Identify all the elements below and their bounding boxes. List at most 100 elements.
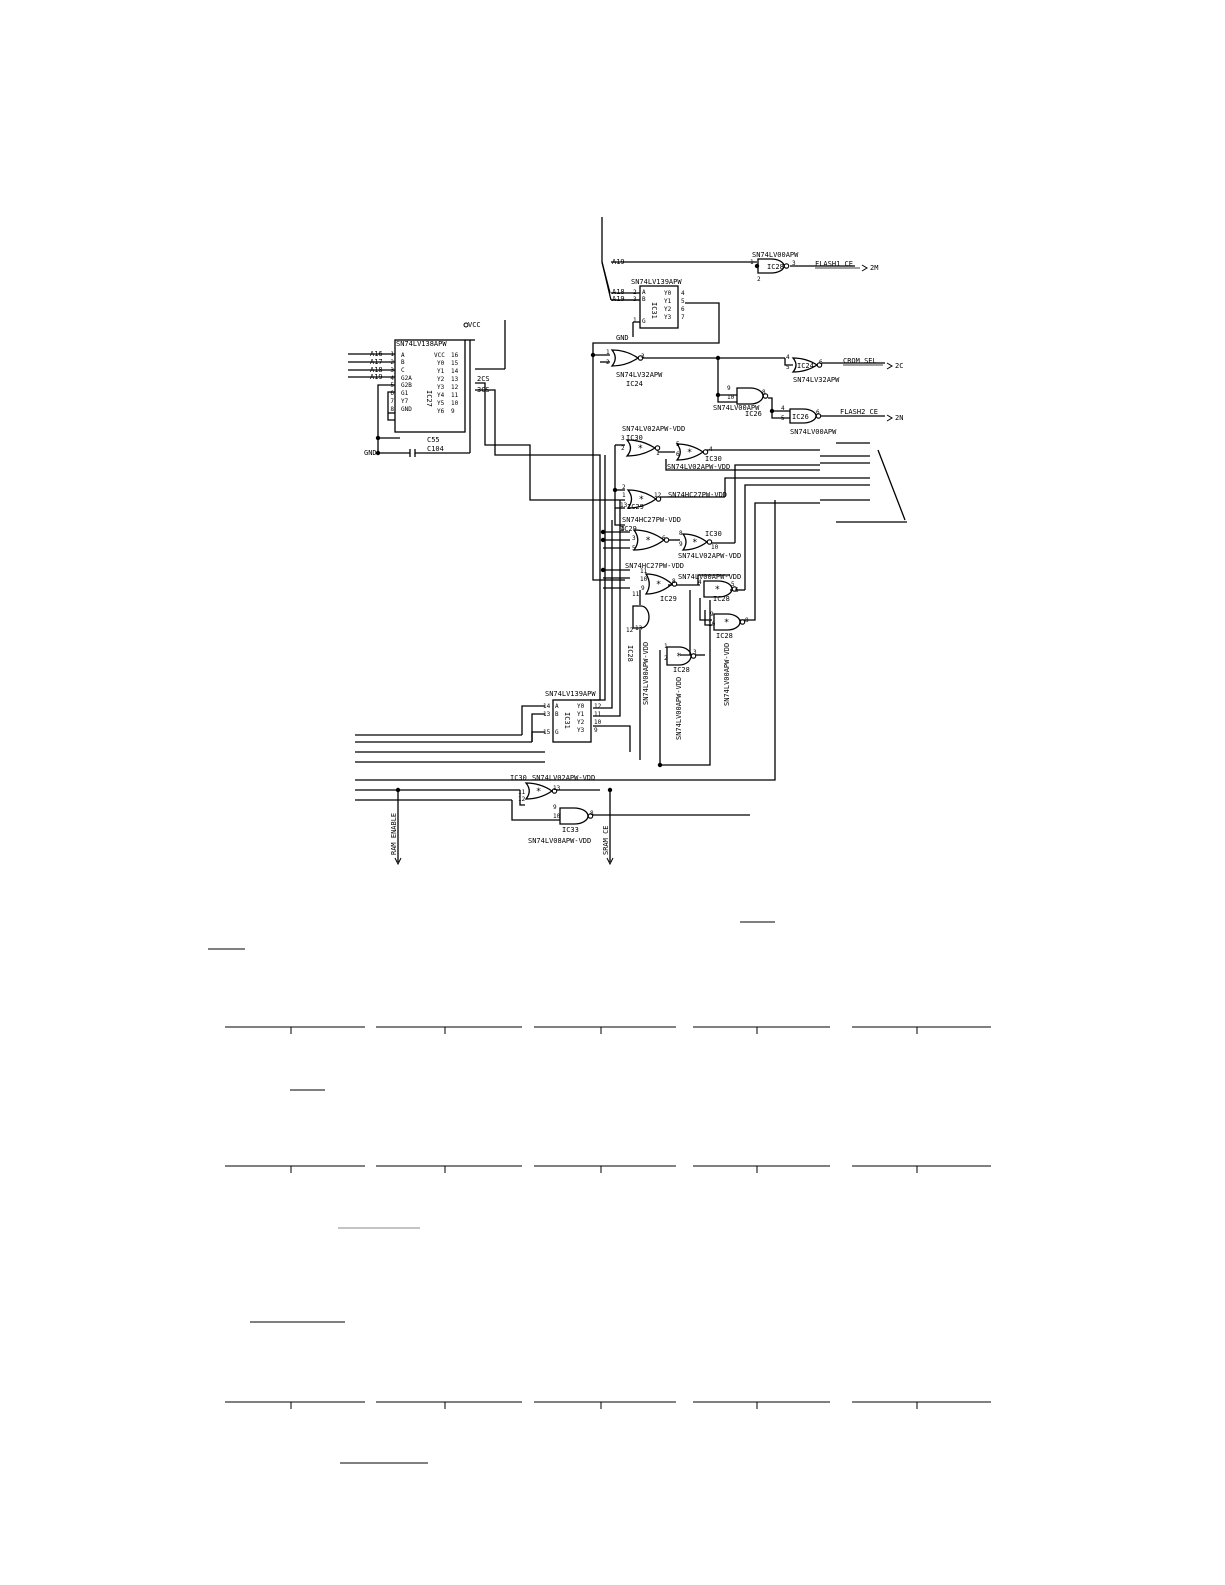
- gate-pin: 6: [735, 587, 739, 594]
- ic27-pin-name: G2B: [401, 382, 412, 389]
- gate-part: SN74LV00APW-VDD: [642, 642, 650, 705]
- gate-ref: IC24: [626, 380, 643, 388]
- gate-pin: 3: [632, 535, 636, 542]
- ic27-part-label: SN74LV138APW: [396, 340, 447, 348]
- ic27-pin-name-right: Y6: [437, 408, 445, 415]
- gate-mark: *: [639, 495, 644, 505]
- ic27-pin-name-right: Y5: [437, 400, 445, 407]
- gate-pin: 6: [662, 535, 666, 542]
- ic31-bottom-outnum: 11: [594, 711, 602, 718]
- ic31-top-pin: G: [642, 318, 646, 325]
- gate-port: 2M: [870, 264, 878, 272]
- gate-ref: IC30: [626, 434, 643, 442]
- gate-part: SN74LV02APW-VDD: [667, 463, 730, 471]
- gate-body: [791, 357, 819, 373]
- ic31-bottom-outnum: 9: [594, 727, 598, 734]
- gate-body: [789, 408, 817, 424]
- ic27-pin-name: B: [401, 359, 405, 366]
- gate-ref: IC24: [797, 362, 814, 370]
- gate-ref: IC28: [713, 595, 730, 603]
- ic31-bottom-part: SN74LV139APW: [545, 690, 596, 698]
- gate-body: [610, 349, 640, 367]
- ic31-top-out: Y2: [664, 306, 672, 313]
- ic31-top-out: Y3: [664, 314, 672, 321]
- output-2cs: 2CS: [477, 375, 490, 383]
- gate-pin: 4: [786, 354, 790, 361]
- vcc-label: VCC: [468, 321, 481, 329]
- addr-label: A18: [612, 288, 625, 296]
- ic31-top-outnum: 5: [681, 298, 685, 305]
- gate-pin: 8: [679, 530, 683, 537]
- ic31-top-out: Y1: [664, 298, 672, 305]
- ic27-pin-name: GND: [401, 406, 412, 413]
- ic31-bottom-pinnum: 15: [543, 729, 551, 736]
- gate-pin: 8: [762, 389, 766, 396]
- ic27-decoder: SN74LV138APW IC27 VCC GND C55 C104 A16 A…: [364, 321, 490, 457]
- gate-ref: IC28: [626, 645, 634, 662]
- ic27-input-a18: A18: [370, 366, 383, 374]
- gate-part: SN74HC27PW-VDD: [625, 562, 684, 570]
- gate-part: SN74LV02APW-VDD: [678, 552, 741, 560]
- gate-pin: 13: [635, 625, 643, 632]
- ic31-bottom-decoder: SN74LV139APW IC31 A B G 14 13 15 Y0 Y1 Y…: [543, 690, 602, 743]
- ic31-bottom-pinnum: 14: [543, 703, 551, 710]
- gate-ref: IC28: [767, 263, 784, 271]
- gate-body: [644, 573, 674, 595]
- ram-enable-label: RAM ENABLE: [390, 813, 398, 855]
- gate-ref: IC28: [716, 632, 733, 640]
- junction-dots: [375, 263, 775, 793]
- gate-pin: 4: [621, 526, 625, 533]
- gate-port: 2N: [895, 414, 903, 422]
- ic27-pin-num: 1: [390, 351, 394, 358]
- ic27-pin-num-right: 14: [451, 368, 459, 375]
- ic27-pin-name-right: Y3: [437, 384, 445, 391]
- port-arrow: [886, 362, 893, 370]
- ic31-bottom-out: Y1: [577, 711, 585, 718]
- gate-bubble: [655, 496, 662, 502]
- gate-mark: *: [536, 787, 541, 797]
- gate-pin: 10: [553, 813, 561, 820]
- gate-bubble: [739, 619, 746, 625]
- gate-bubble: [702, 449, 709, 455]
- gate-pin: 8: [590, 810, 594, 817]
- gate-pin: 13: [620, 502, 628, 509]
- gate-pin: 1: [664, 643, 668, 650]
- ic27-ref: IC27: [425, 390, 433, 407]
- gate-mark: *: [687, 448, 692, 458]
- ic31-bottom-out: Y3: [577, 727, 585, 734]
- gate-body: [757, 258, 785, 274]
- gate-ref: IC29: [660, 595, 677, 603]
- ic27-pin-name: G1: [401, 390, 409, 397]
- gnd-label-top: GND: [616, 334, 629, 342]
- gate-pin: 10: [708, 621, 716, 628]
- gate-pin: 4: [709, 446, 713, 453]
- ic27-pin-num: 7: [390, 398, 394, 405]
- gate-bubble: [731, 586, 738, 592]
- gate-pin: 9: [553, 804, 557, 811]
- gate-port: 2C: [895, 362, 903, 370]
- ic31-top-decoder: SN74LV139APW IC31 A19 A18 A19 GND A B G …: [612, 258, 685, 342]
- ic27-pin-name-right: Y2: [437, 376, 445, 383]
- ic27-pin-num-right: 15: [451, 360, 459, 367]
- ic27-pin-num-right: 13: [451, 376, 459, 383]
- wires: [348, 217, 907, 862]
- sram-ce-label: SRAM CE: [602, 825, 610, 855]
- gate-bubble: [706, 539, 713, 545]
- gate-bubble: [663, 537, 670, 543]
- gate-pin: 2: [621, 445, 625, 452]
- ic31-bottom-ref: IC31: [563, 712, 571, 729]
- gate-pin: 6: [816, 409, 820, 416]
- gate-ref: IC30: [705, 530, 722, 538]
- gate-mark: *: [715, 585, 720, 595]
- ic27-pin-num-right: 16: [451, 352, 459, 359]
